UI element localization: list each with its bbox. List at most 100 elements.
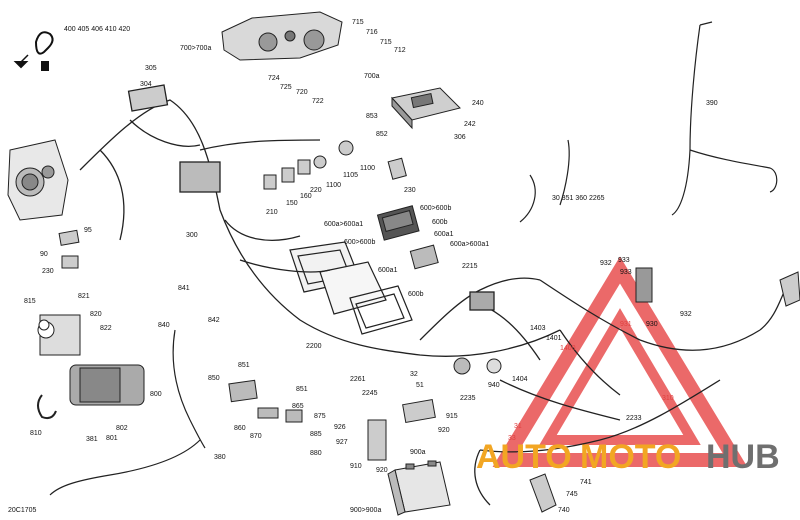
label-870: 870 xyxy=(250,433,262,440)
label-2235: 2235 xyxy=(460,395,476,402)
label-305: 305 xyxy=(145,65,157,72)
label-851-b: 851 xyxy=(296,386,308,393)
label-33: 33 xyxy=(508,435,516,442)
label-722: 722 xyxy=(312,98,324,105)
label-600-600b: 600>600b xyxy=(420,205,451,212)
label-933-b: 933 xyxy=(620,269,632,276)
label-1401: 1401 xyxy=(546,335,562,342)
label-600b: 600b xyxy=(432,219,448,226)
label-310: 310 xyxy=(662,395,674,402)
label-95: 95 xyxy=(84,227,92,234)
label-720: 720 xyxy=(296,89,308,96)
watermark-moto: MOTO xyxy=(580,438,681,476)
label-700a: 700a xyxy=(364,73,380,80)
label-600a-600a1-b: 600a>600a1 xyxy=(450,241,489,248)
label-240: 240 xyxy=(472,100,484,107)
label-725: 725 xyxy=(280,84,292,91)
label-210: 210 xyxy=(266,209,278,216)
winch-800 xyxy=(37,314,145,420)
label-381: 381 xyxy=(86,436,98,443)
label-1400: 1400 xyxy=(560,345,576,352)
label-150: 150 xyxy=(286,200,298,207)
label-920-b: 920 xyxy=(376,467,388,474)
label-940: 940 xyxy=(488,382,500,389)
label-30-set: 30 351 360 2265 xyxy=(552,195,605,202)
winch-cable-380 xyxy=(49,329,206,496)
fuse-holder-930 xyxy=(635,267,653,303)
label-801: 801 xyxy=(106,435,118,442)
label-842: 842 xyxy=(208,317,220,324)
horn-940 xyxy=(453,357,502,375)
label-745: 745 xyxy=(566,491,578,498)
label-800: 800 xyxy=(150,391,162,398)
label-931: 931 xyxy=(620,321,632,328)
label-390: 390 xyxy=(706,100,718,107)
battery-bracket-910 xyxy=(367,398,436,461)
label-90: 90 xyxy=(40,251,48,258)
label-1404: 1404 xyxy=(512,376,528,383)
label-2245: 2245 xyxy=(362,390,378,397)
main-wiring-harness xyxy=(79,84,786,506)
label-242: 242 xyxy=(464,121,476,128)
label-840: 840 xyxy=(158,322,170,329)
label-900-900a: 900>900a xyxy=(350,507,381,514)
label-1105: 1105 xyxy=(343,172,358,179)
label-860: 860 xyxy=(234,425,246,432)
label-875: 875 xyxy=(314,413,326,420)
label-932: 932 xyxy=(600,260,612,267)
fuse-box-600 xyxy=(376,205,439,270)
label-927: 927 xyxy=(336,439,348,446)
label-841: 841 xyxy=(178,285,190,292)
label-900a: 900a xyxy=(410,449,426,456)
label-1403: 1403 xyxy=(530,325,546,332)
headlight-left xyxy=(7,139,69,221)
label-850: 850 xyxy=(208,375,220,382)
label-31: 31 xyxy=(514,423,522,430)
label-32: 32 xyxy=(410,371,418,378)
tool-icon xyxy=(13,31,54,71)
label-2215: 2215 xyxy=(462,263,478,270)
label-1100-b: 1100 xyxy=(326,182,341,189)
label-815: 815 xyxy=(24,298,36,305)
label-930: 930 xyxy=(646,321,658,328)
relay-group-850 xyxy=(228,379,303,423)
label-2233: 2233 xyxy=(626,415,642,422)
label-910: 910 xyxy=(350,463,362,470)
label-51: 51 xyxy=(416,382,424,389)
label-741: 741 xyxy=(580,479,592,486)
label-822: 822 xyxy=(100,325,112,332)
taillight-740 xyxy=(529,271,800,513)
label-724: 724 xyxy=(268,75,280,82)
label-821: 821 xyxy=(78,293,90,300)
label-740: 740 xyxy=(558,507,570,514)
label-865: 865 xyxy=(292,403,304,410)
label-820: 820 xyxy=(90,311,102,318)
label-880: 880 xyxy=(310,450,322,457)
label-715: 715 xyxy=(352,19,364,26)
label-300: 300 xyxy=(186,232,198,239)
label-306: 306 xyxy=(454,134,466,141)
watermark-auto: AUTO xyxy=(476,438,572,476)
label-926: 926 xyxy=(334,424,346,431)
watermark-text: AUTO MOTO HUB xyxy=(476,438,780,476)
watermark-triangle xyxy=(492,256,748,467)
watermark-hub: HUB xyxy=(706,438,780,476)
label-160: 160 xyxy=(300,193,312,200)
label-600a1: 600a1 xyxy=(434,231,454,238)
label-304: 304 xyxy=(140,81,152,88)
module-240 xyxy=(391,87,461,130)
small-components xyxy=(58,140,407,269)
gauge-bezels xyxy=(289,241,413,335)
label-715-b: 715 xyxy=(380,39,392,46)
label-1100: 1100 xyxy=(360,165,375,172)
label-853: 853 xyxy=(366,113,378,120)
label-2200: 2200 xyxy=(306,343,322,350)
label-600b-b: 600b xyxy=(408,291,424,298)
battery-900 xyxy=(387,460,451,516)
rear-harness-390 xyxy=(519,21,778,223)
callout-labels: 400 405 406 410 420 305 304 700>700a 715… xyxy=(8,19,718,514)
label-920: 920 xyxy=(438,427,450,434)
label-230-b: 230 xyxy=(42,268,54,275)
tool-callout: 400 405 406 410 420 xyxy=(64,26,130,33)
